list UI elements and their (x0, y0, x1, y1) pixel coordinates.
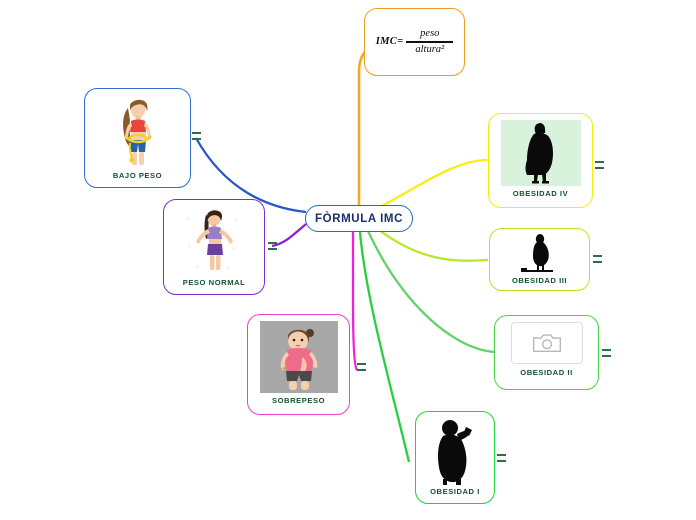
svg-text:❋: ❋ (187, 244, 192, 251)
handle-bajo-peso[interactable] (192, 132, 201, 140)
handle-obesidad-iii[interactable] (593, 255, 602, 263)
peso-normal-label: PESO NORMAL (182, 278, 246, 287)
edge-obesidad-iv (377, 158, 488, 210)
handle-obesidad-ii[interactable] (602, 349, 611, 357)
normal-weight-woman-illustration-icon: ❋ ❋ ❋ ❋ ❋ ❋ ❋ (185, 210, 238, 273)
overweight-girl-illustration-icon (280, 329, 317, 390)
node-sobrepeso[interactable]: SOBREPESO (247, 314, 350, 415)
edge-sobrepeso (351, 232, 359, 371)
node-central-formula-imc[interactable]: FÒRMULA IMC (305, 205, 413, 232)
handle-obesidad-iv[interactable] (595, 161, 604, 169)
svg-text:❋: ❋ (233, 218, 238, 225)
svg-text:❋: ❋ (195, 264, 200, 271)
edge-obesidad-ii (366, 230, 495, 354)
central-node-label: FÒRMULA IMC (315, 212, 403, 225)
edge-obesidad-iii (374, 226, 489, 262)
fraction-bar (406, 41, 454, 43)
svg-text:❋: ❋ (231, 246, 236, 253)
sobrepeso-thumbnail (259, 321, 338, 393)
formula-lhs: IMC= (375, 36, 404, 48)
formula-fraction: peso altura² (406, 28, 454, 56)
node-formula[interactable]: IMC= peso altura² (364, 8, 465, 76)
camera-icon (532, 334, 561, 353)
svg-text:❋: ❋ (225, 266, 230, 273)
formula-denominator: altura² (415, 43, 445, 55)
edge-peso-normal (271, 223, 307, 248)
slim-woman-illustration-icon (122, 99, 152, 165)
node-obesidad-iv[interactable]: OBESIDAD IV (488, 113, 593, 208)
obese-coat-silhouette-icon (525, 123, 553, 184)
formula-numerator: peso (420, 28, 440, 40)
obesidad-iv-label: OBESIDAD IV (512, 189, 569, 198)
bajo-peso-thumbnail (100, 94, 175, 168)
sobrepeso-label: SOBREPESO (271, 396, 326, 405)
handle-peso-normal[interactable] (268, 242, 277, 250)
edge-obesidad-i (358, 231, 411, 463)
obesidad-ii-label: OBESIDAD II (520, 368, 573, 377)
peso-normal-thumbnail: ❋ ❋ ❋ ❋ ❋ ❋ ❋ (179, 205, 249, 275)
node-obesidad-ii[interactable]: OBESIDAD II (494, 315, 599, 390)
formula-expression: IMC= peso altura² (375, 28, 454, 56)
obesidad-iii-label: OBESIDAD III (511, 276, 568, 285)
node-bajo-peso[interactable]: BAJO PESO (84, 88, 191, 188)
obesidad-iii-thumbnail (504, 232, 575, 275)
obesidad-i-thumbnail (423, 417, 487, 485)
node-obesidad-iii[interactable]: OBESIDAD III (489, 228, 590, 291)
node-peso-normal[interactable]: ❋ ❋ ❋ ❋ ❋ ❋ ❋ (163, 199, 265, 295)
svg-text:❋: ❋ (185, 216, 190, 223)
handle-obesidad-i[interactable] (497, 454, 506, 462)
handle-sobrepeso[interactable] (357, 363, 366, 371)
obesidad-iv-thumbnail (500, 120, 581, 186)
node-obesidad-i[interactable]: OBESIDAD I (415, 411, 495, 504)
obese-person-silhouette-icon (438, 420, 472, 485)
bajo-peso-label: BAJO PESO (112, 171, 163, 180)
obesidad-ii-thumbnail-placeholder (510, 322, 583, 364)
obesidad-i-label: OBESIDAD I (430, 487, 480, 496)
standing-obese-silhouette-icon (520, 234, 553, 272)
